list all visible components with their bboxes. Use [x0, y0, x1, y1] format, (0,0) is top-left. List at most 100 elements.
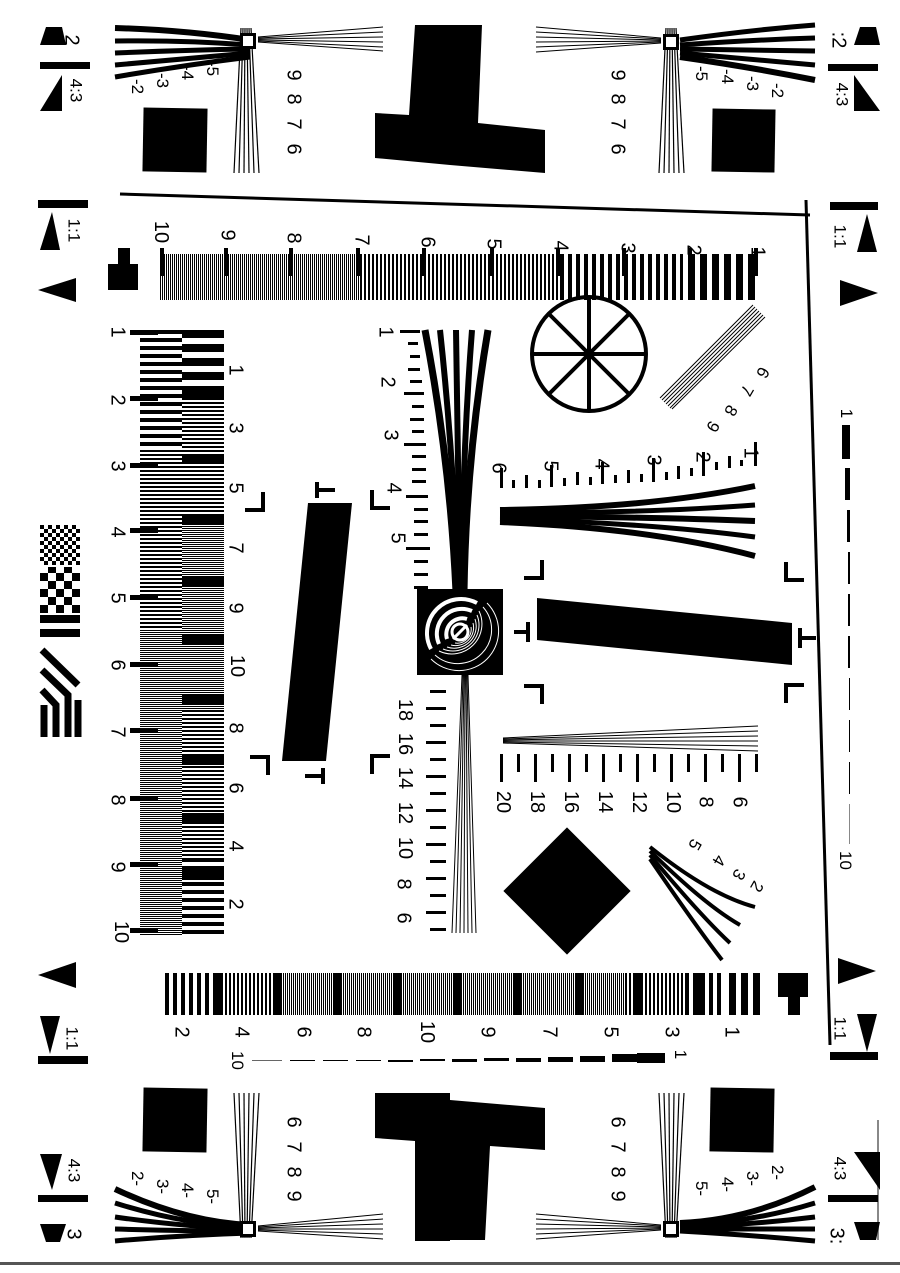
right-fan [499, 483, 756, 559]
scale-label: 14 [394, 766, 417, 790]
scale-label: 4 [382, 482, 405, 494]
ladder-label: 6 [282, 1116, 305, 1128]
square-block [711, 108, 776, 173]
dash [849, 762, 850, 794]
t-marker-icon [778, 973, 808, 1015]
fan-label: -2 [768, 82, 788, 99]
ladder-outer-label: 1 [106, 326, 129, 338]
fan-label: 3- [153, 1178, 173, 1195]
corner-bracket-icon [370, 754, 390, 774]
scale-label: 1 [374, 326, 397, 338]
scale-label: 2 [376, 376, 399, 388]
ladder-label: 8 [282, 1166, 305, 1178]
scale-label: 20 [492, 790, 515, 814]
ratio-label: 4:3 [66, 78, 86, 103]
concentric-target-icon [425, 597, 500, 672]
dash [484, 1058, 509, 1061]
ladder-outer-label: 2 [106, 394, 129, 406]
vertical-line-fan [658, 27, 685, 174]
scale-label: 10 [150, 220, 173, 244]
dash [849, 804, 850, 844]
triangle-marker-icon [40, 1016, 60, 1054]
dash [848, 594, 850, 626]
ladder-inner-label: 7 [224, 542, 247, 554]
scale-label: 10 [835, 851, 855, 870]
ladder-label: 7 [606, 118, 629, 130]
converging-fan [679, 22, 816, 83]
t-shape-block [450, 25, 545, 173]
ratio-bar [828, 1195, 878, 1202]
frame-line-right [804, 199, 832, 1046]
right-fine-ticks [500, 754, 758, 782]
corner-bracket-icon [784, 683, 804, 703]
scale-label: 3 [660, 1026, 683, 1038]
ladder-inner-label: 10 [226, 654, 249, 678]
scale-label: 10 [662, 790, 685, 814]
scale-label: 4 [230, 1026, 253, 1038]
ladder-label: 8 [606, 93, 629, 105]
ratio-label: 3 [62, 1228, 85, 1240]
t-tick-icon [798, 628, 816, 648]
diagonal-label: 9 [702, 417, 724, 436]
scale-label: 16 [394, 732, 417, 756]
arrow-right-icon [838, 958, 876, 984]
spoke-wheel-icon [530, 295, 648, 413]
scale-label: 1 [746, 246, 769, 258]
ladder-outer-label: 4 [106, 526, 129, 538]
scale-label: 3 [616, 242, 639, 254]
marker-bar [830, 1052, 878, 1060]
scale-label: 18 [394, 698, 417, 722]
scale-label: 2 [170, 1026, 193, 1038]
right-fine-fan [502, 725, 759, 752]
ladder-label: 6 [606, 143, 629, 155]
dash [849, 720, 850, 752]
fan-label: -5 [692, 65, 712, 82]
corner-bracket-icon [245, 492, 265, 512]
scale-label: 4 [590, 458, 613, 470]
dash [290, 1060, 315, 1061]
t-marker-icon [108, 248, 138, 290]
dash [849, 678, 850, 710]
ladder-label: 9 [606, 69, 629, 81]
scale-label: 6 [728, 796, 751, 808]
scale-label: 6 [416, 236, 439, 248]
scale-label: 1 [720, 1026, 743, 1038]
corner-bracket-icon [784, 562, 804, 582]
triangle-marker-icon [857, 1014, 877, 1052]
ladder-label: 6 [606, 1116, 629, 1128]
marker-bar [830, 202, 878, 210]
marker-ratio-label: 1:1 [830, 1016, 850, 1041]
scale-label: 9 [476, 1026, 499, 1038]
bar-pattern [160, 248, 760, 300]
fan-label: 5- [692, 1180, 712, 1197]
ladder-label: 7 [606, 1141, 629, 1153]
scale-label: 8 [282, 232, 305, 244]
scale-label: 7 [350, 234, 373, 246]
ladder-pattern [130, 330, 224, 935]
corner-bracket-icon [524, 560, 544, 580]
diagonal-fan-lower [648, 845, 756, 962]
scale-label: 18 [526, 790, 549, 814]
scale-label: 6 [392, 912, 415, 924]
scale-label: 9 [216, 229, 239, 241]
ratio-label: 4:3 [64, 1158, 84, 1183]
scale-label: 3 [642, 454, 665, 466]
right-fan-ticks [500, 442, 757, 488]
ladder-label: 6 [282, 143, 305, 155]
vertical-line-fan [233, 1092, 260, 1239]
dash [356, 1060, 381, 1061]
ladder-label: 7 [282, 118, 305, 130]
converging-fan [114, 25, 251, 80]
ratio-bar [40, 62, 90, 69]
page-edge-rule [0, 1262, 900, 1265]
scale-label: 12 [628, 790, 651, 814]
dash [388, 1060, 413, 1062]
scale-label: 1 [671, 1049, 691, 1060]
scale-label: 10 [416, 1020, 439, 1044]
ladder-outer-label: 9 [106, 861, 129, 873]
corner-bracket-icon [250, 755, 270, 775]
scale-label: 8 [392, 878, 415, 890]
dash [637, 1053, 665, 1063]
center-box [663, 1221, 679, 1237]
lower-fan [451, 674, 477, 934]
